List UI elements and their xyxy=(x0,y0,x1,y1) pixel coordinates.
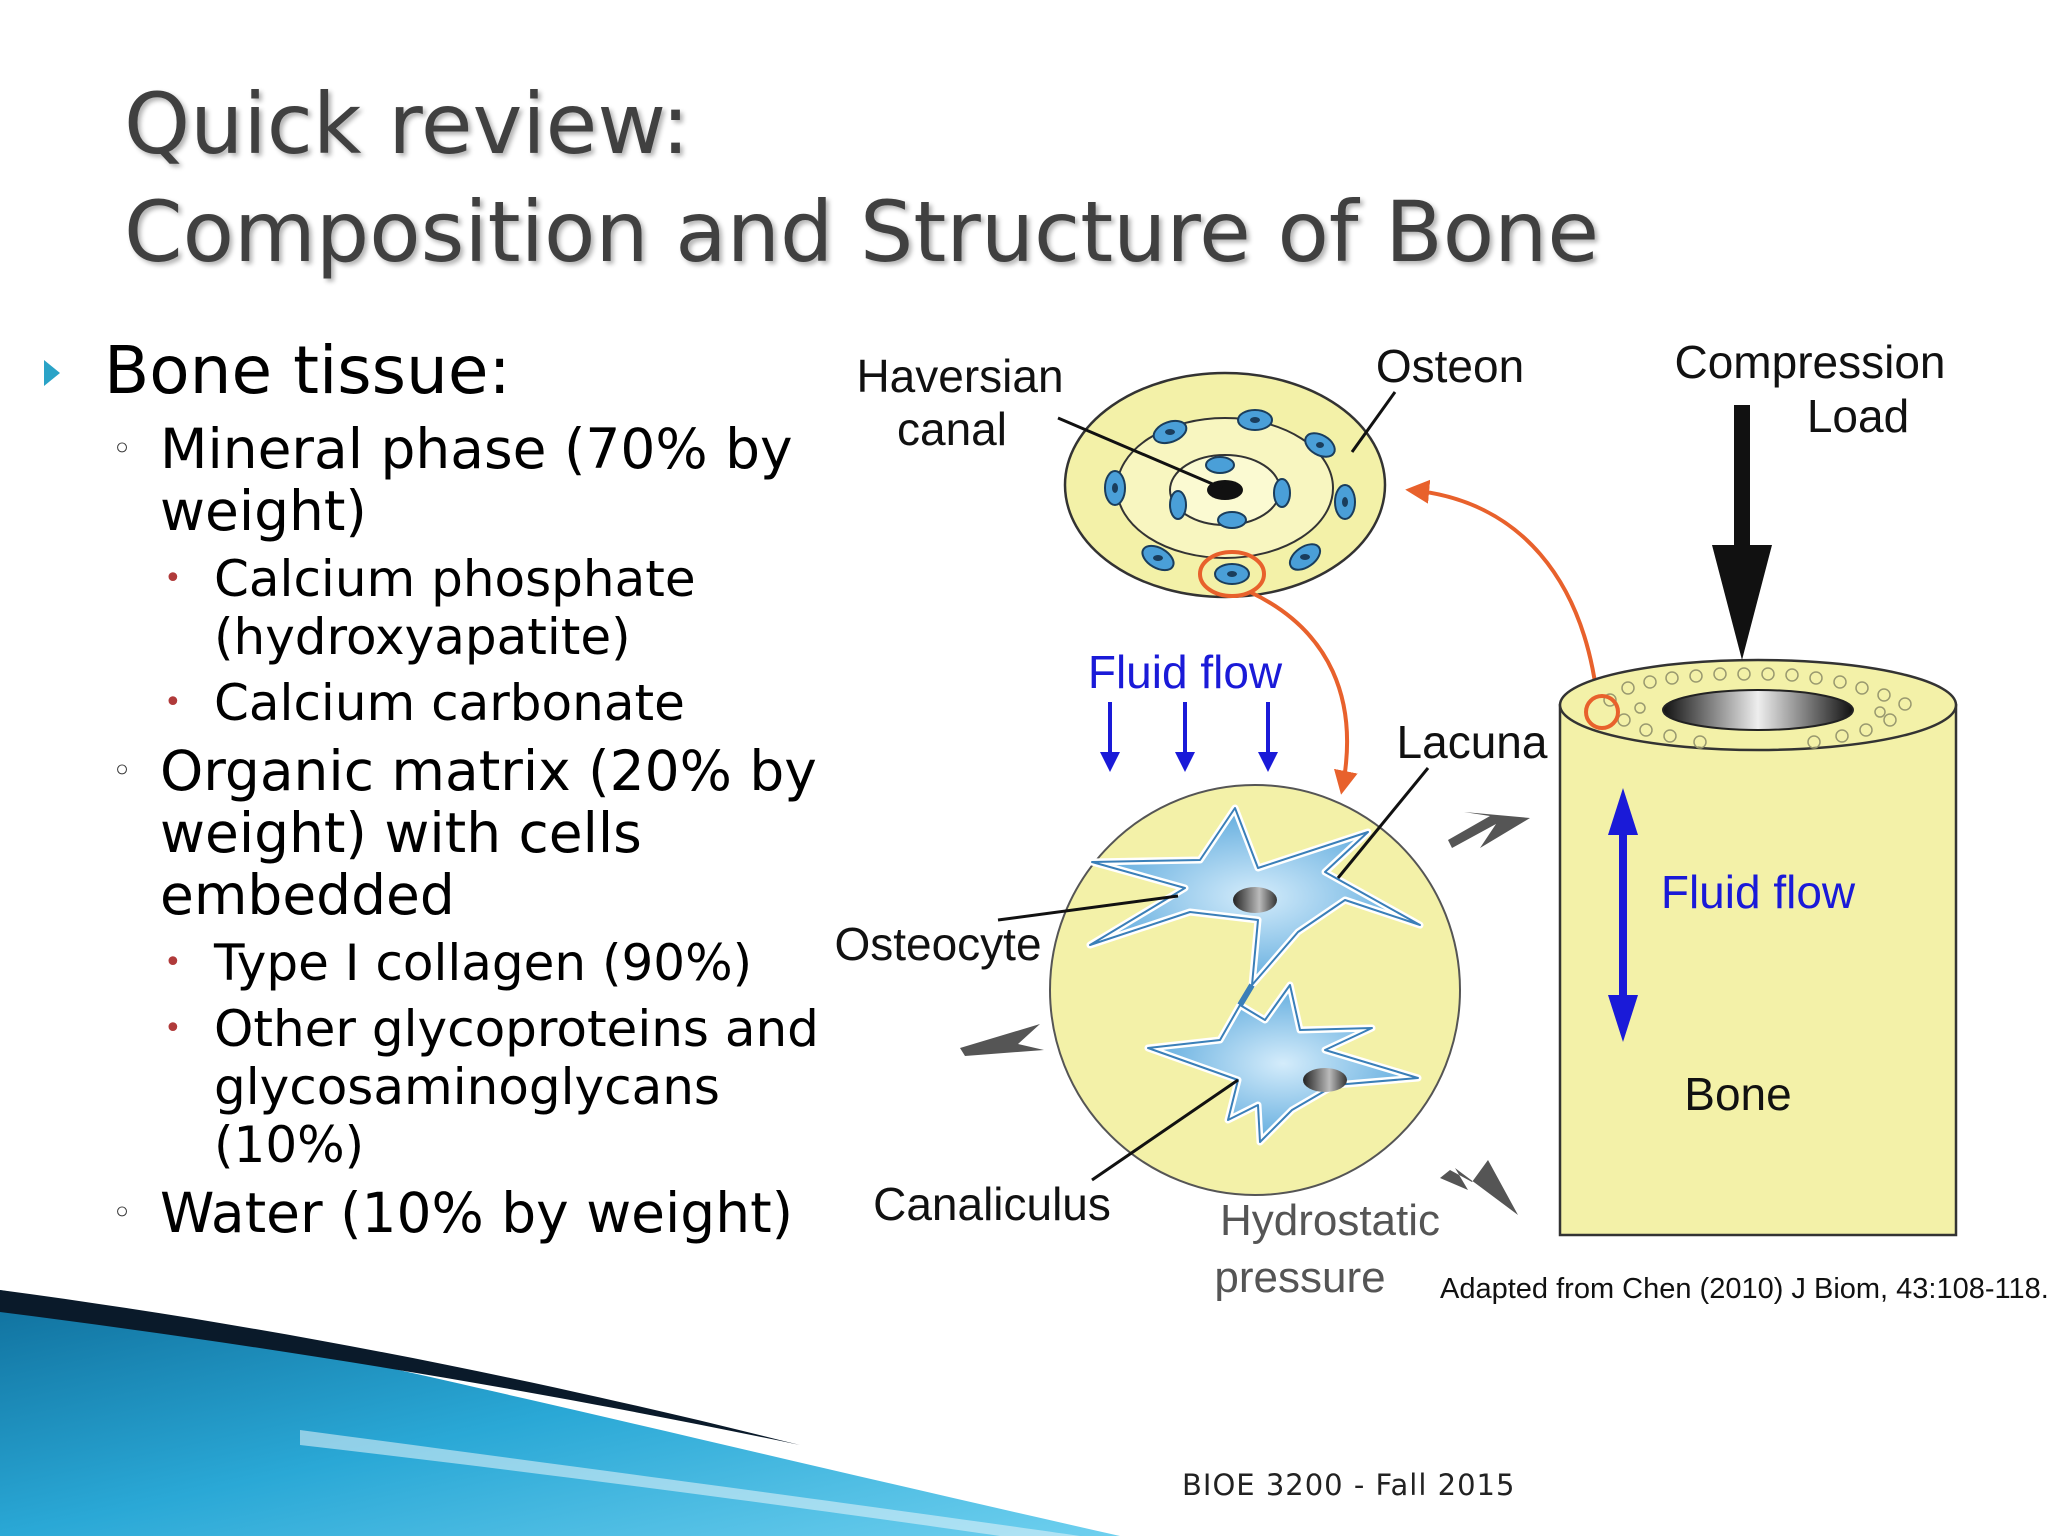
osteocyte-pointer xyxy=(997,894,1179,922)
compression-load-arrow xyxy=(1712,405,1772,660)
slide-footer: BIOE 3200 - Fall 2015 xyxy=(1182,1468,1516,1502)
label-bone: Bone xyxy=(1684,1068,1791,1120)
label-haversian: Haversian xyxy=(856,350,1063,402)
bullet-calcium-carbonate: • Calcium carbonate xyxy=(40,674,820,732)
bullet-calcium-phosphate: • Calcium phosphate (hydroxyapatite) xyxy=(40,550,820,666)
bullet-text: Bone tissue: xyxy=(104,332,511,409)
label-fluid-flow-top: Fluid flow xyxy=(1088,646,1283,698)
citation-text: Adapted from Chen (2010) J Biom, 43:108-… xyxy=(1440,1273,2048,1305)
bone-pores xyxy=(1603,667,1912,749)
dot-bullet-icon: • xyxy=(164,945,182,980)
swoosh-light-stripe xyxy=(300,1430,1080,1536)
circle-bullet-icon: ◦ xyxy=(112,751,133,791)
bullet-mineral-phase: ◦ Mineral phase (70% by weight) xyxy=(40,418,820,542)
dot-bullet-icon: • xyxy=(164,685,182,720)
label-fluid-flow-bone: Fluid flow xyxy=(1661,866,1856,918)
bullet-type-i-collagen: • Type I collagen (90%) xyxy=(40,934,820,992)
title-line-1: Quick review: xyxy=(124,75,690,173)
label-osteon: Osteon xyxy=(1376,340,1524,392)
label-load: Load xyxy=(1807,390,1909,442)
callout-arrow-to-osteon xyxy=(1405,479,1600,706)
bullet-organic-matrix: ◦ Organic matrix (20% by weight) with ce… xyxy=(40,740,820,926)
canaliculus-pointer xyxy=(1091,1078,1239,1182)
label-hydrostatic: Hydrostatic xyxy=(1220,1196,1440,1245)
bone-fluid-flow-arrow xyxy=(1608,788,1638,1042)
swoosh-blue-band xyxy=(0,1290,1120,1536)
circle-bullet-icon: ◦ xyxy=(112,429,133,469)
dot-bullet-icon: • xyxy=(164,561,182,596)
canaliculus-connector xyxy=(1237,983,1255,1007)
bullet-text: Calcium carbonate xyxy=(214,674,685,732)
label-canaliculus: Canaliculus xyxy=(873,1178,1111,1230)
label-canal: canal xyxy=(897,403,1007,455)
lacuna-pointer xyxy=(1336,767,1430,879)
bullet-text: Calcium phosphate (hydroxyapatite) xyxy=(214,550,696,666)
osteon-pointer xyxy=(1350,391,1397,453)
label-pressure: pressure xyxy=(1214,1253,1385,1302)
bullet-text: Mineral phase (70% by weight) xyxy=(160,417,793,543)
bullet-list: Bone tissue: ◦ Mineral phase (70% by wei… xyxy=(40,332,820,1244)
haversian-pointer xyxy=(1057,416,1223,490)
lacuna-callout-circle xyxy=(1198,550,1266,598)
bullet-other-glycoproteins: • Other glycoproteins and glycosaminogly… xyxy=(40,1000,820,1174)
bullet-water: ◦ Water (10% by weight) xyxy=(40,1182,820,1244)
hydrostatic-pressure-arrows xyxy=(960,812,1530,1215)
slide-title: Quick review: Composition and Structure … xyxy=(124,70,1824,286)
bullet-text: Type I collagen (90%) xyxy=(214,934,753,992)
label-compression: Compression xyxy=(1675,336,1946,388)
osteon-cross-section xyxy=(1063,371,1387,599)
bone-callout-circle xyxy=(1584,694,1620,730)
label-lacuna: Lacuna xyxy=(1397,716,1548,768)
dot-bullet-icon: • xyxy=(164,1011,182,1046)
bone-marrow-cavity xyxy=(1662,689,1854,731)
bullet-text: Organic matrix (20% by weight) with cell… xyxy=(160,739,817,927)
lacuna-magnified xyxy=(1049,784,1461,1196)
title-line-2: Composition and Structure of Bone xyxy=(124,183,1600,281)
bullet-bone-tissue: Bone tissue: xyxy=(40,332,820,410)
swoosh-dark-stripe xyxy=(0,1290,800,1445)
circle-bullet-icon: ◦ xyxy=(112,1193,133,1233)
label-osteocyte: Osteocyte xyxy=(834,918,1041,970)
triangle-bullet-icon xyxy=(44,360,60,386)
bullet-text: Other glycoproteins and glycosaminoglyca… xyxy=(214,1000,819,1174)
callout-arrow-to-lacuna xyxy=(1249,590,1358,795)
bullet-text: Water (10% by weight) xyxy=(160,1181,794,1245)
fluid-flow-down-arrows xyxy=(1100,702,1278,772)
